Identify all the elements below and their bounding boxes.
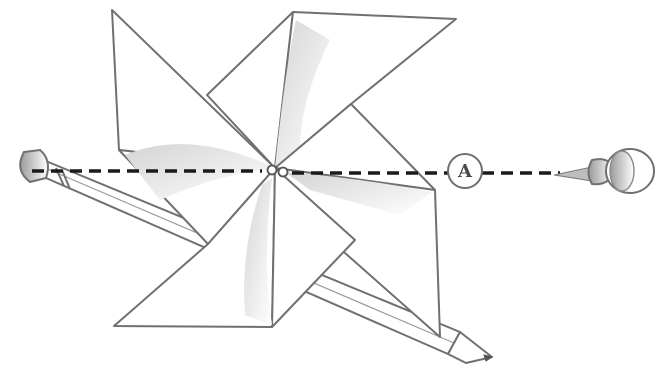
label-a-text: A: [457, 161, 473, 182]
pencil-eraser: [20, 150, 48, 182]
pinwheel-hub-pin: [279, 168, 288, 177]
pushpin: [554, 149, 654, 193]
pushpin-needle: [554, 167, 592, 181]
label-a: A: [448, 154, 482, 188]
pinwheel: [112, 10, 456, 337]
pinwheel-hub: [268, 166, 277, 175]
pushpin-head-shade: [610, 151, 634, 191]
